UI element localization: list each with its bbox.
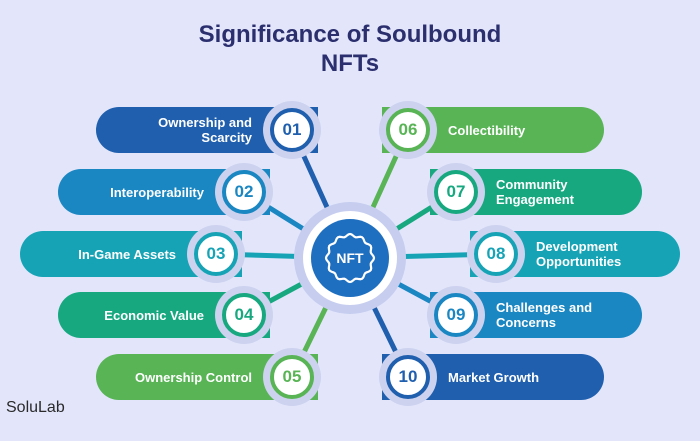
item-label: Challenges and Concerns (496, 300, 593, 330)
item-number: 08 (474, 232, 518, 276)
item-label: Interoperability (110, 184, 204, 200)
item-label: Market Growth (448, 369, 540, 385)
item-label: Economic Value (104, 307, 204, 323)
center-hub: NFT (294, 202, 406, 314)
item-number: 05 (270, 355, 314, 399)
item-label: Collectibility (448, 122, 526, 138)
item-number: 01 (270, 108, 314, 152)
number-badge: 03 (187, 225, 245, 283)
number-badge: 09 (427, 286, 485, 344)
item-number: 07 (434, 170, 478, 214)
number-badge: 06 (379, 101, 437, 159)
number-badge: 04 (215, 286, 273, 344)
number-badge: 10 (379, 348, 437, 406)
item-number: 10 (386, 355, 430, 399)
item-label: Ownership and Scarcity (158, 115, 252, 145)
center-label: NFT (336, 250, 364, 266)
brand-logo-text: SoluLab (6, 399, 65, 416)
item-label: Development Opportunities (536, 239, 622, 269)
number-badge: 01 (263, 101, 321, 159)
item-number: 03 (194, 232, 238, 276)
page-title: Significance of Soulbound NFTs (198, 21, 502, 77)
item-number: 06 (386, 108, 430, 152)
number-badge: 07 (427, 163, 485, 221)
item-label: Community Engagement (496, 177, 575, 207)
item-number: 02 (222, 170, 266, 214)
number-badge: 08 (467, 225, 525, 283)
number-badge: 05 (263, 348, 321, 406)
item-label: Ownership Control (135, 369, 252, 385)
item-number: 09 (434, 293, 478, 337)
nft-badge-icon: NFT (322, 230, 378, 286)
item-number: 04 (222, 293, 266, 337)
item-label: In-Game Assets (78, 246, 176, 262)
number-badge: 02 (215, 163, 273, 221)
